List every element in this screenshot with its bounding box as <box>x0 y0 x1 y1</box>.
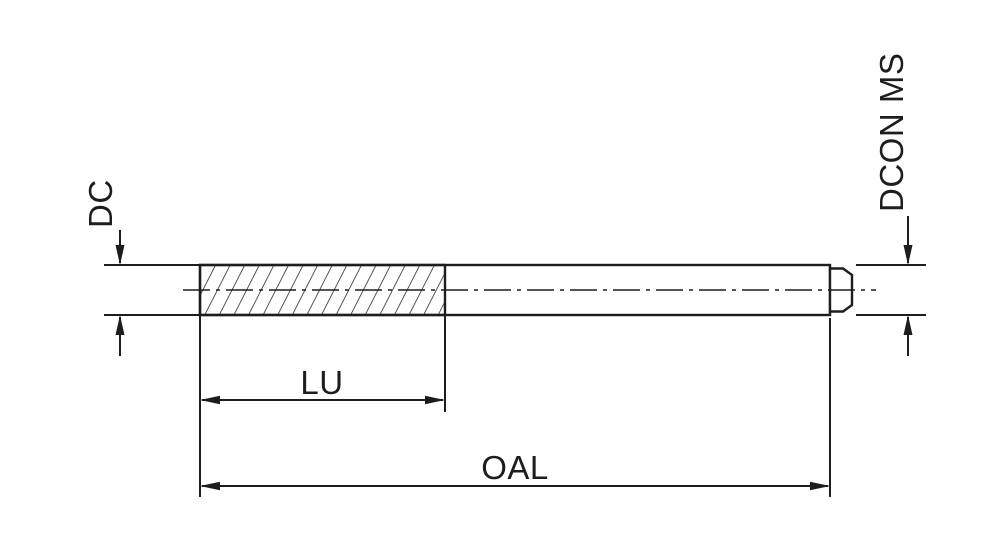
lu-label: LU <box>300 364 343 401</box>
dcon-arrow-up-icon <box>903 315 913 335</box>
lu-arrow-right-icon <box>425 395 445 405</box>
oal-arrow-left-icon <box>200 481 220 491</box>
dimension-dc: DC <box>82 179 200 356</box>
dcon-arrow-down-icon <box>903 245 913 265</box>
dcon-ms-label: DCON MS <box>873 53 910 212</box>
dc-label: DC <box>82 179 119 228</box>
dc-arrow-down-icon <box>115 245 125 265</box>
dc-arrow-up-icon <box>115 315 125 335</box>
dimension-lu: LU <box>199 315 446 497</box>
dimension-oal: OAL <box>200 318 831 497</box>
oal-label: OAL <box>481 449 549 486</box>
dimension-dcon-ms: DCON MS <box>856 53 926 356</box>
oal-arrow-right-icon <box>810 481 830 491</box>
lu-arrow-left-icon <box>200 395 220 405</box>
